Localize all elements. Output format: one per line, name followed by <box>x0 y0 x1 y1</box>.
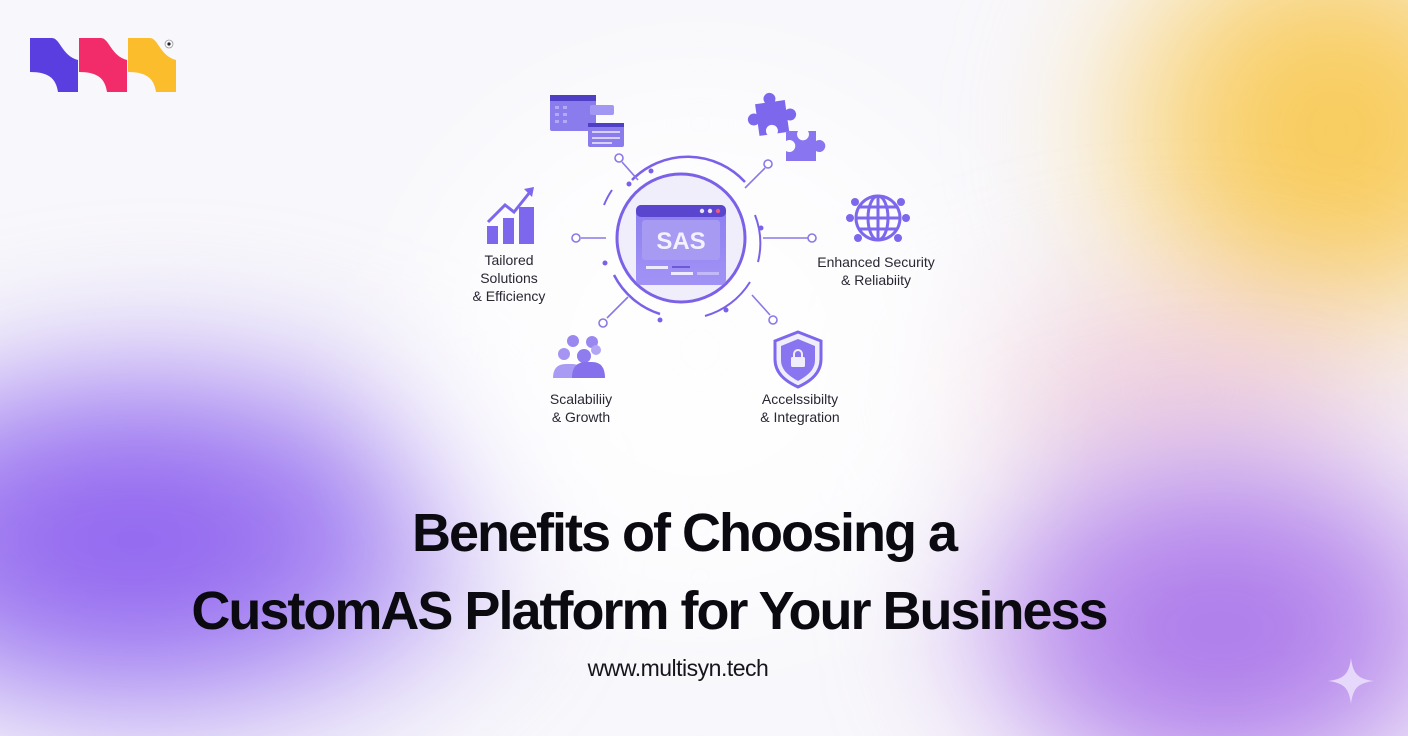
registered-mark-icon <box>164 39 174 49</box>
dashboard-windows-icon <box>550 95 624 147</box>
headline-line-2: CustomAS Platform for Your Business <box>191 581 1108 641</box>
benefits-diagram: SAS <box>486 92 910 389</box>
headline-line-1: Benefits of Choosing a <box>411 503 958 563</box>
website-link[interactable]: www.multisyn.tech <box>587 655 769 681</box>
people-group-icon <box>553 335 605 378</box>
saas-window-icon: SAS <box>636 205 726 285</box>
growth-chart-icon <box>486 187 534 244</box>
svg-text:SAS: SAS <box>656 228 705 255</box>
label-accessibility: Accelssibilty & Integration <box>760 391 840 425</box>
brand-logo <box>30 38 176 92</box>
shield-lock-icon <box>773 330 823 389</box>
puzzle-icon <box>747 92 826 161</box>
connectors <box>571 153 817 328</box>
label-enhanced-security: Enhanced Security & Reliabiity <box>817 254 935 288</box>
label-scalability: Scalabiliiy & Growth <box>549 391 613 425</box>
sparkle-icon <box>1328 658 1374 704</box>
white-glow-center <box>380 40 1020 660</box>
label-tailored-solutions: Tailored Solutions & Efficiency <box>472 252 546 304</box>
hub-dots <box>602 168 764 323</box>
globe-network-icon <box>846 194 910 242</box>
